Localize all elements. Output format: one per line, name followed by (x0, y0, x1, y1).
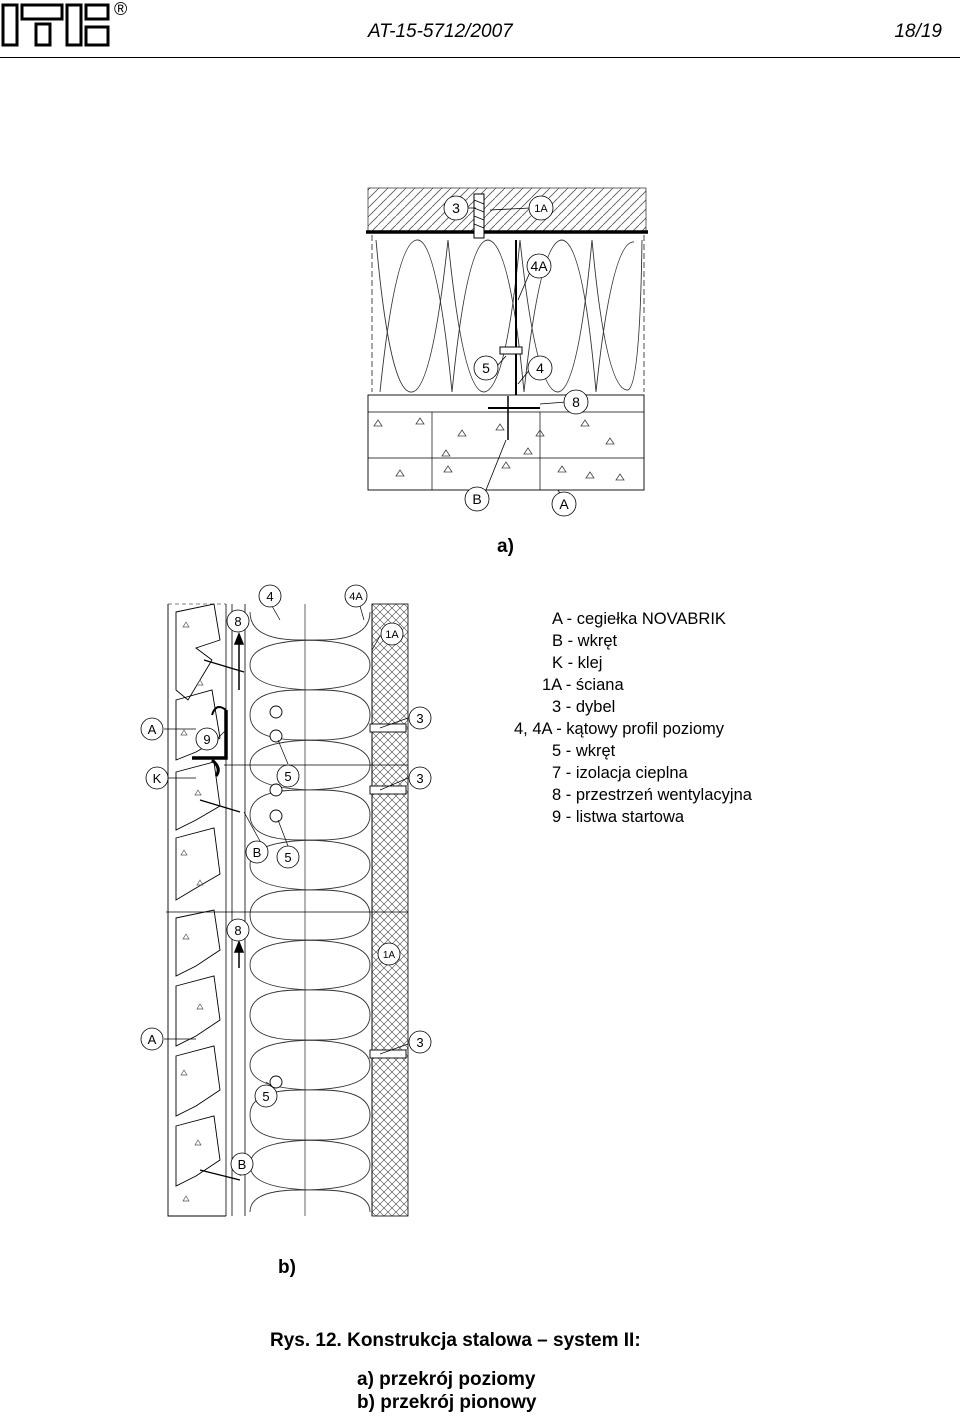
marker-9: 9 (203, 732, 210, 747)
marker-a-bottom: A (148, 1032, 157, 1047)
marker-3-b: 3 (416, 771, 423, 786)
legend-item: 4, 4A - kątowy profil poziomy (514, 720, 725, 738)
marker-3-c: 3 (416, 1035, 423, 1050)
figure-caption: Rys. 12. Konstrukcja stalowa – system II… (270, 1330, 641, 1351)
marker-8-top: 8 (234, 614, 241, 629)
figure-a-label: a) (497, 536, 514, 557)
legend-item: 1A - ściana (542, 676, 624, 694)
marker-4a: 4A (530, 258, 548, 274)
marker-8: 8 (572, 394, 580, 410)
legend-item: 5 - wkręt (552, 742, 616, 760)
marker-5-b: 5 (284, 850, 291, 865)
legend-item: 9 - listwa startowa (552, 808, 685, 826)
page-number: 18/19 (894, 21, 942, 42)
document-code: AT-15-5712/2007 (368, 21, 513, 42)
marker-1a-bottom: 1A (383, 950, 396, 961)
marker-5: 5 (482, 360, 490, 376)
marker-a: A (559, 496, 569, 512)
marker-b: B (472, 491, 481, 507)
marker-3-a: 3 (416, 711, 423, 726)
marker-4: 4 (266, 589, 273, 604)
registered-mark: ® (114, 0, 128, 19)
marker-1a-top: 1A (385, 629, 399, 641)
figure-b-label: b) (278, 1257, 296, 1278)
marker-b-a: B (253, 845, 262, 860)
legend: A - cegiełka NOVABRIK B - wkręt K - klej… (514, 608, 752, 828)
legend-item: A - cegiełka NOVABRIK (552, 610, 726, 628)
caption-line-a: a) przekrój poziomy (357, 1369, 536, 1390)
marker-5-a: 5 (284, 769, 291, 784)
marker-a-top: A (148, 722, 157, 737)
marker-1a: 1A (534, 203, 548, 215)
caption-line-b: b) przekrój pionowy (357, 1392, 537, 1413)
marker-4: 4 (536, 360, 544, 376)
header-rule (0, 57, 960, 58)
marker-4a: 4A (349, 591, 363, 603)
legend-item: 3 - dybel (552, 698, 616, 716)
legend-item: 7 - izolacja cieplna (552, 764, 688, 782)
marker-k: K (153, 771, 162, 786)
marker-5-c: 5 (262, 1089, 269, 1104)
itb-logo (1, 3, 110, 47)
legend-item: B - wkręt (552, 632, 618, 650)
marker-3: 3 (452, 200, 460, 216)
figure-a-horizontal-section: 3 1A 4A 5 4 8 B A (366, 187, 648, 517)
legend-item: K - klej (552, 654, 603, 672)
marker-b-b: B (238, 1157, 247, 1172)
legend-item: 8 - przestrzeń wentylacyjna (552, 786, 752, 804)
marker-8-bottom: 8 (234, 923, 241, 938)
